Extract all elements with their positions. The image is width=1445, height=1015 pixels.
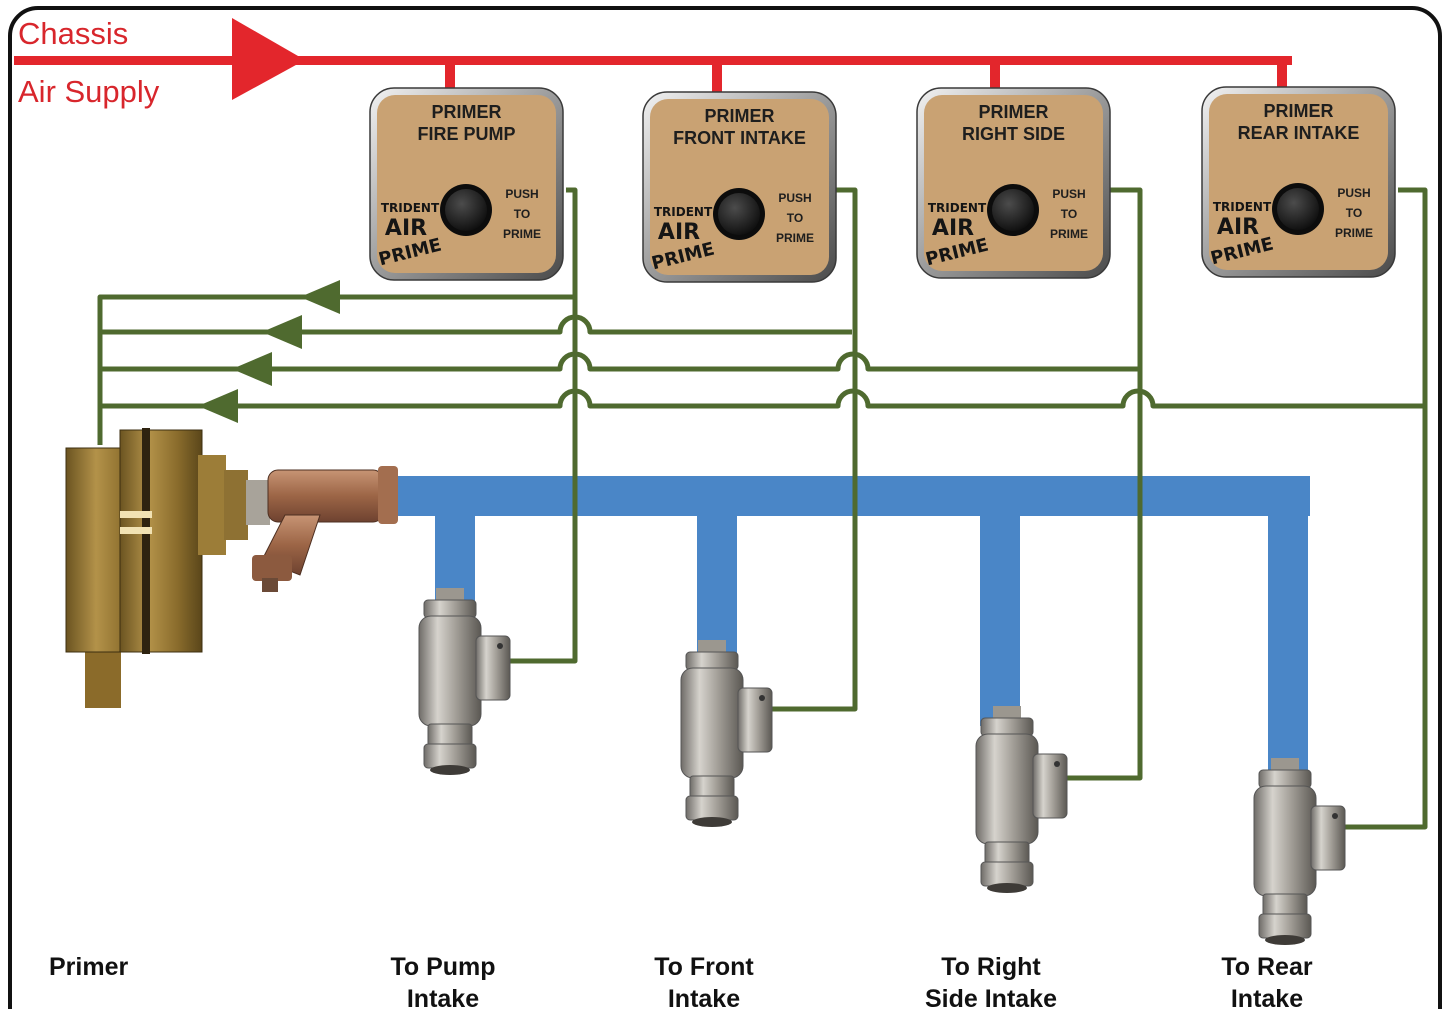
brand-trident: TRIDENT: [654, 205, 713, 219]
chassis-label: Chassis: [18, 16, 129, 51]
rear-intake-label-line1: To Rear: [1221, 953, 1313, 981]
rear-intake-label-line2: Intake: [1230, 985, 1304, 1013]
push-label: PUSH: [778, 191, 811, 205]
rear-intake-label: To Rear Intake: [1167, 951, 1367, 1015]
air-flow-arrows: [198, 280, 340, 423]
brand-trident: TRIDENT: [928, 201, 987, 215]
arrow-left-icon: [262, 315, 302, 349]
to-label: TO: [514, 207, 530, 221]
panel-face: [924, 95, 1103, 271]
panel-face: [377, 95, 556, 273]
panel-face: [1209, 94, 1388, 270]
panel-face: [650, 99, 829, 275]
panel-title-line2: RIGHT SIDE: [962, 124, 1065, 144]
arrow-right-icon: [232, 18, 305, 100]
right-side-intake-label-line1: To Right: [941, 953, 1041, 981]
arrow-left-icon: [232, 352, 272, 386]
to-label: TO: [1346, 206, 1362, 220]
air-lines: [97, 187, 1428, 830]
water-manifold: [380, 476, 1310, 776]
prime-push-button[interactable]: [718, 193, 760, 235]
brand-air: AIR: [932, 216, 974, 241]
brand-air: AIR: [1217, 215, 1259, 240]
panel-title-line1: PRIMER: [978, 102, 1048, 122]
prime-label: PRIME: [776, 231, 814, 245]
right-side-intake-label-line2: Side Intake: [925, 985, 1057, 1013]
panel-title-line1: PRIMER: [1263, 101, 1333, 121]
pump-intake-label: To Pump Intake: [343, 951, 543, 1015]
to-label: TO: [787, 211, 803, 225]
prime-label: PRIME: [1050, 227, 1088, 241]
brand-air: AIR: [385, 216, 427, 241]
prime-push-button[interactable]: [1277, 188, 1319, 230]
right-side-intake-label: To Right Side Intake: [891, 951, 1091, 1015]
panel-title-line1: PRIMER: [431, 102, 501, 122]
chassis-air-supply-line: [14, 18, 1292, 100]
push-label: PUSH: [1052, 187, 1085, 201]
panel-title-line2: FIRE PUMP: [417, 124, 515, 144]
prime-label: PRIME: [503, 227, 541, 241]
brand-air: AIR: [658, 220, 700, 245]
to-label: TO: [1061, 207, 1077, 221]
pump-intake-label-line2: Intake: [406, 985, 480, 1013]
panel-title-line2: FRONT INTAKE: [673, 128, 806, 148]
brand-trident: TRIDENT: [1213, 200, 1272, 214]
front-intake-label-line1: To Front: [654, 953, 754, 981]
prime-push-button[interactable]: [445, 189, 487, 231]
pump-intake-label-line1: To Pump: [390, 953, 496, 981]
prime-label: PRIME: [1335, 226, 1373, 240]
panel-title-line2: REAR INTAKE: [1238, 123, 1360, 143]
panel-title-line1: PRIMER: [704, 106, 774, 126]
air-supply-label: Air Supply: [18, 74, 160, 109]
front-intake-label-line2: Intake: [667, 985, 741, 1013]
primer-unit: [65, 428, 398, 708]
arrow-left-icon: [300, 280, 340, 314]
brand-trident: TRIDENT: [381, 201, 440, 215]
push-label: PUSH: [505, 187, 538, 201]
front-intake-label: To Front Intake: [604, 951, 804, 1015]
push-label: PUSH: [1337, 186, 1370, 200]
arrow-left-icon: [198, 389, 238, 423]
prime-push-button[interactable]: [992, 189, 1034, 231]
primer-label: Primer: [49, 953, 129, 981]
